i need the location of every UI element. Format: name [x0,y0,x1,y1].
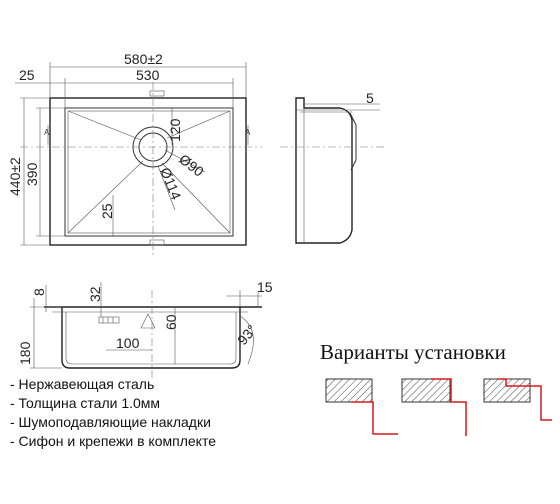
install-variant-undermount [325,378,398,435]
dim-inner-depth: 390 [24,162,40,186]
feature-item: - Сифон и крепежи в комплекте [10,433,216,449]
dim-height: 180 [17,341,33,365]
dim-rim-width: 25 [19,67,35,83]
feature-item: - Толщина стали 1.0мм [10,395,161,411]
feature-item: - Шумоподавляющие накладки [10,414,211,430]
dim-flange: 8 [31,288,47,296]
dim-drain-offset: 120 [167,118,183,142]
section-marker-right: A [245,128,251,137]
dim-drain-d2: Ø114 [157,165,184,202]
section-view: 60 100 180 8 32 15 93° [17,279,273,380]
install-variant-inset [483,378,552,421]
dim-side-rim: 5 [366,90,374,106]
dim-angle: 93° [234,321,260,348]
side-view: 5 [280,90,385,244]
top-view: A A 580±2 530 25 440±2 390 120 Ø90 Ø114 … [7,51,262,258]
dim-overall-width: 580±2 [124,51,163,67]
section-marker-left: A [44,128,50,137]
feature-list: - Нержавеющая сталь - Толщина стали 1.0м… [10,375,216,451]
dim-inner-width: 530 [136,67,160,83]
install-variants-title: Варианты установки [320,340,506,364]
feature-item: - Нержавеющая сталь [10,376,155,392]
dim-drain-d1: Ø90 [176,151,207,180]
dim-flange-drop: 32 [87,286,103,302]
install-variant-flush [401,378,467,436]
install-variants [325,378,552,436]
dim-overall-depth: 440±2 [7,157,23,196]
sink-outer-rim [49,97,247,246]
dim-drain-pos: 100 [116,335,140,351]
dim-rim-offset: 25 [99,203,115,219]
dim-edge: 15 [257,279,273,295]
dim-drain-height: 60 [163,314,179,330]
sink-inner-bowl [64,107,234,237]
